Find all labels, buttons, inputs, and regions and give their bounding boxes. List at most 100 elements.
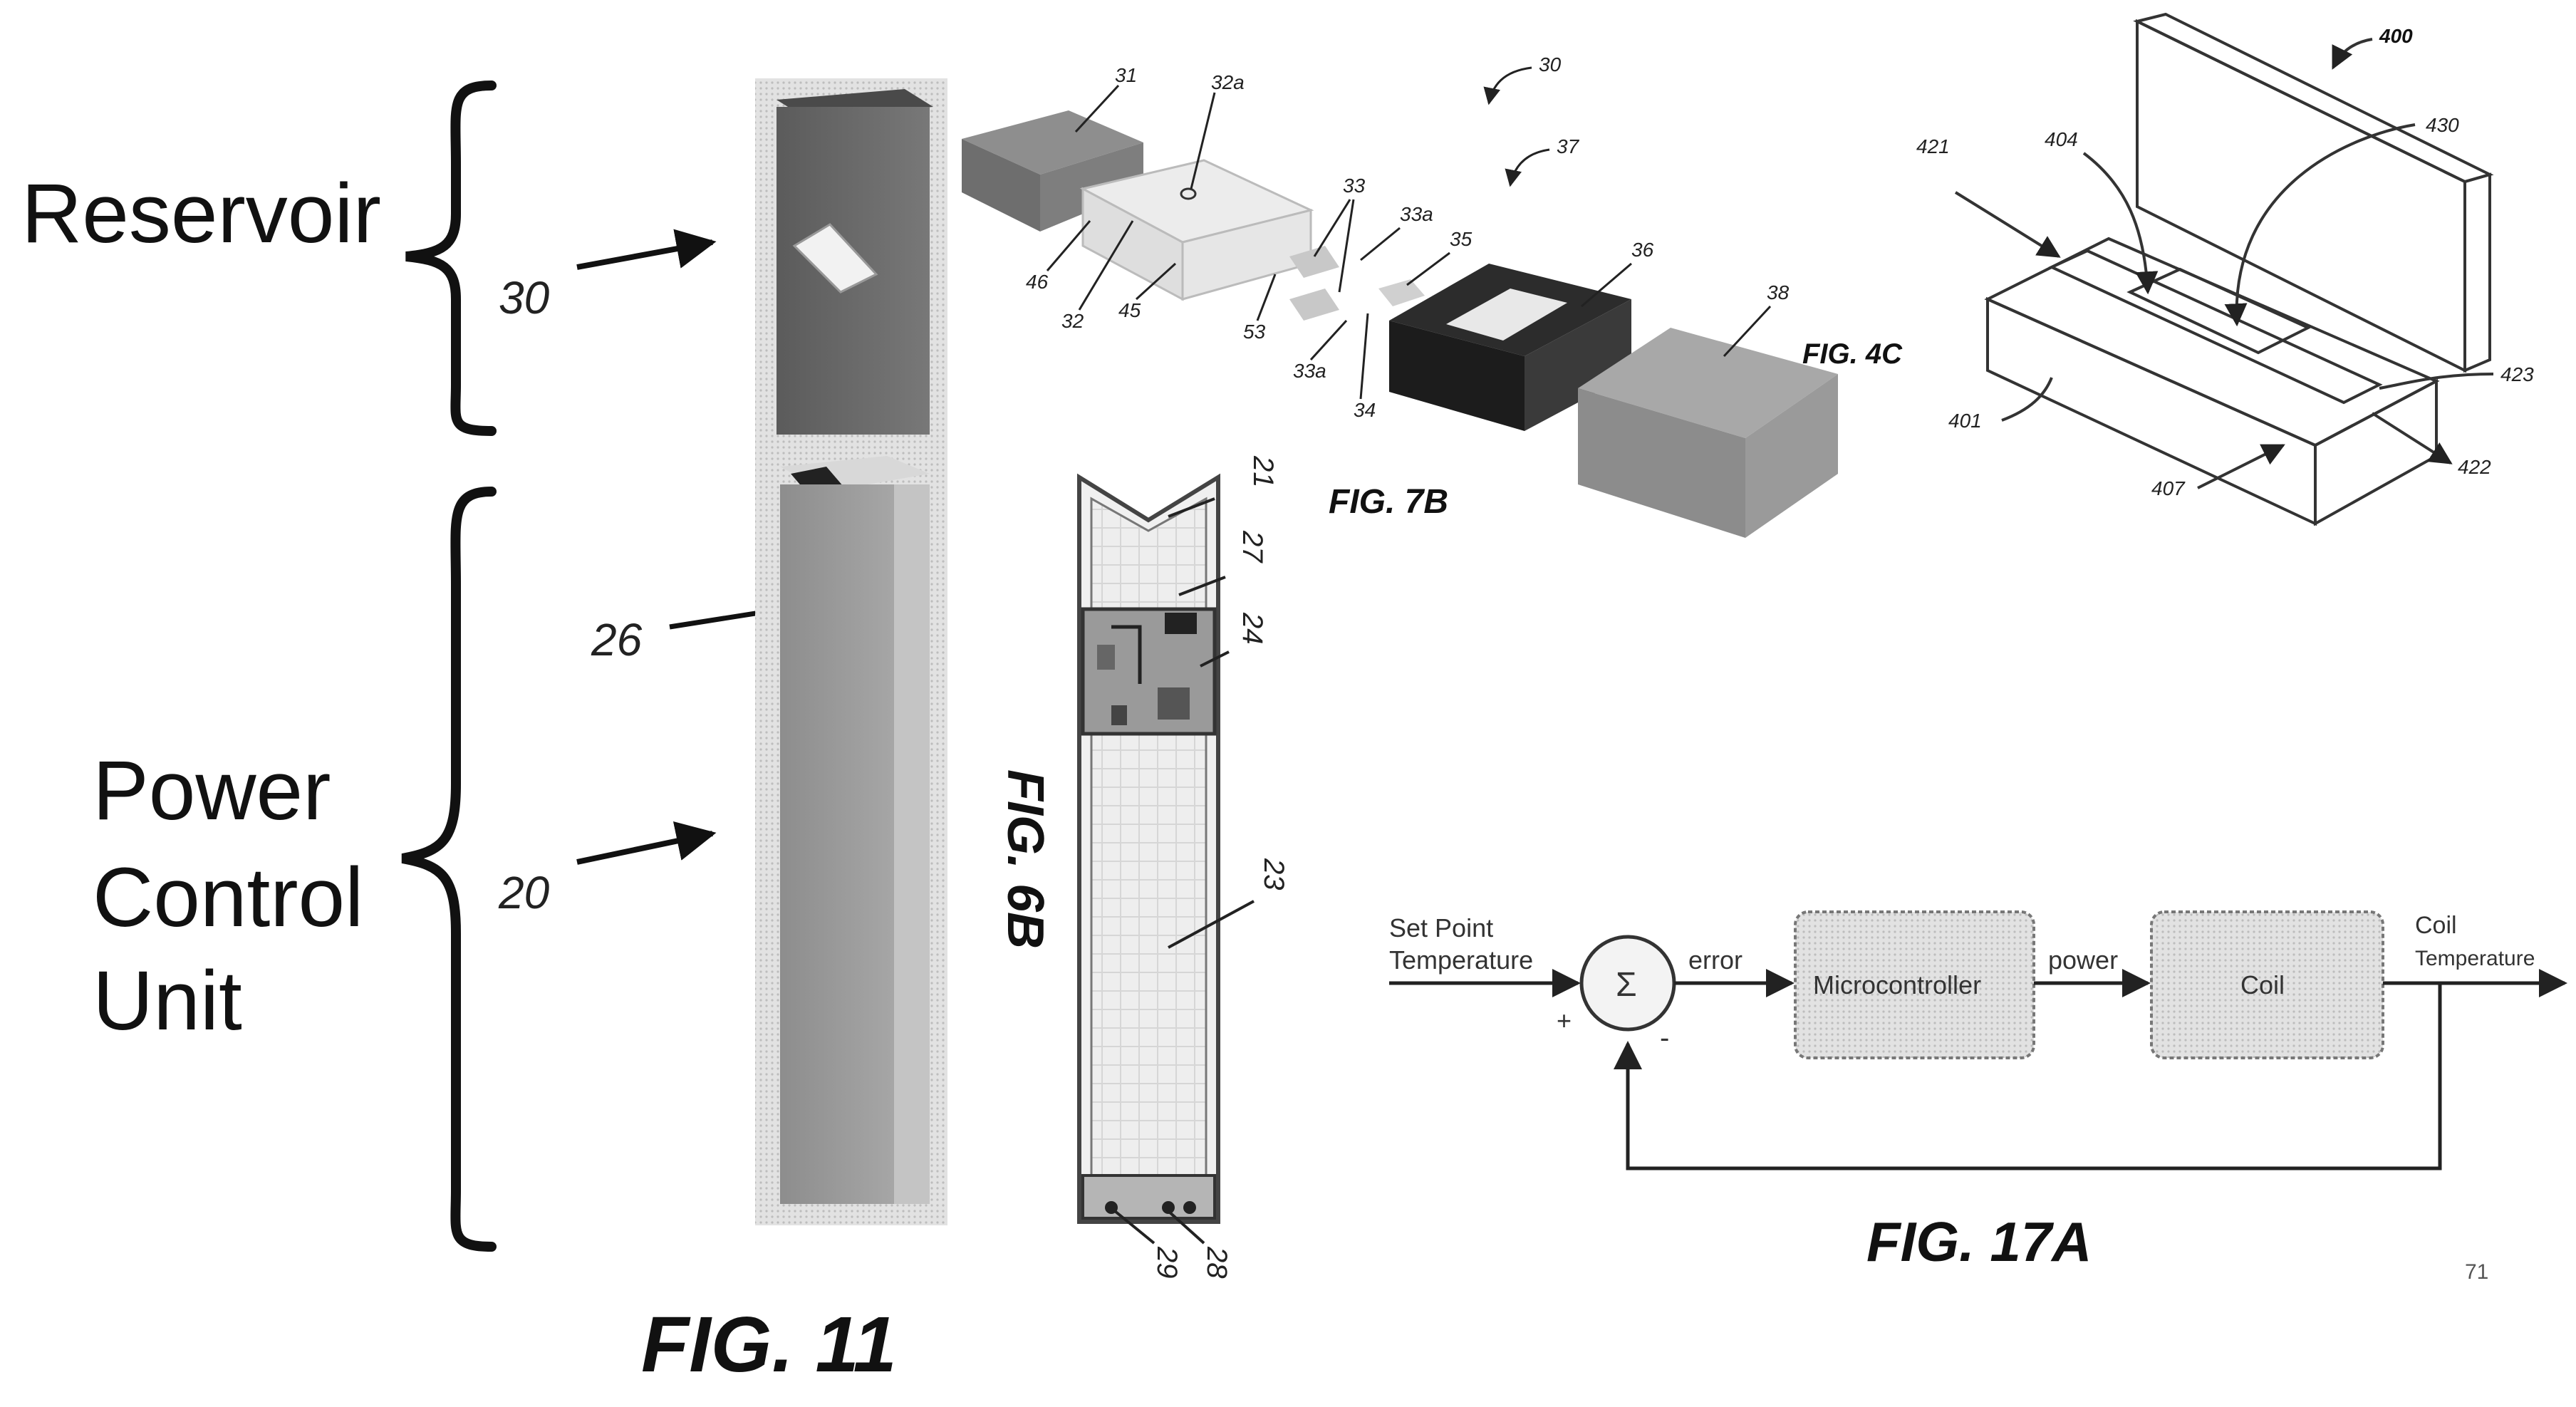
ref-401-leader — [2001, 377, 2053, 422]
ref4c-37-arrow — [1505, 148, 1550, 187]
part-38-front — [1578, 388, 1745, 538]
part-401-side — [2314, 378, 2438, 526]
fig7b-caption: FIG. 7B — [1329, 483, 1448, 521]
fig400-labels: 400 421 404 430 423 401 407 422 — [1916, 25, 2534, 499]
ref-28: 28 — [1201, 1246, 1232, 1279]
ref-30: 30 — [499, 272, 550, 323]
ref4c-45: 45 — [1118, 299, 1141, 321]
ref4c-46-leader — [1046, 220, 1091, 271]
ref4c-34-leader — [1359, 313, 1369, 400]
part-33-pad-2 — [1289, 289, 1339, 321]
part-36-side — [1525, 299, 1631, 431]
fig6b-contact-2 — [1162, 1201, 1175, 1214]
part-430-edge — [2133, 12, 2494, 184]
fig6b-caption: FIG. 6B — [997, 769, 1054, 949]
part-31-top — [962, 110, 1143, 175]
ref4c-53-leader — [1256, 274, 1277, 321]
flow-arrow-422 — [2371, 412, 2453, 464]
part-36-slot — [1446, 289, 1567, 341]
part-32a-hole — [1180, 187, 1197, 200]
fig400-group — [1954, 12, 2494, 526]
power-label-line1: Power — [93, 744, 331, 838]
fig11-group: Reservoir 30 Power Control Unit 20 26 FI… — [21, 78, 947, 1388]
ref-423-leader — [2379, 373, 2494, 390]
ref-401: 401 — [1948, 410, 1982, 432]
ref-26: 26 — [591, 614, 643, 665]
ref4c-31: 31 — [1115, 64, 1137, 86]
ref4c-32a-leader — [1190, 92, 1216, 189]
plus-sign: + — [1557, 1006, 1572, 1035]
ref-423: 423 — [2500, 363, 2534, 385]
power-control-brace — [401, 487, 497, 1252]
power-label-line2: Control — [93, 851, 363, 945]
ref4c-32a: 32a — [1211, 71, 1245, 93]
fig11-caption: FIG. 11 — [641, 1301, 897, 1388]
ref4c-36-leader — [1581, 262, 1632, 308]
feedback-path — [1614, 983, 2442, 1170]
ref-29-leader — [1113, 1210, 1155, 1245]
part-430-side — [2463, 172, 2491, 373]
fig6b-chip-3 — [1111, 705, 1127, 725]
fig4c-group: 30 37 31 32a 46 32 45 53 33 33a 35 33a 3… — [962, 53, 1903, 538]
ref4c-30: 30 — [1539, 53, 1562, 76]
minus-sign: - — [1660, 1022, 1669, 1054]
microcontroller-label: Microcontroller — [1813, 970, 1981, 1000]
part-33-pad-1 — [1289, 246, 1339, 278]
ref4c-33a-top-leader — [1360, 227, 1401, 261]
part-404-channel — [2048, 249, 2383, 405]
fig6b-contact-3 — [1183, 1201, 1196, 1214]
fig6b-contact-1 — [1105, 1201, 1118, 1214]
coil-temp-line1: Coil — [2415, 912, 2457, 939]
part-36-front — [1389, 321, 1525, 431]
sum-symbol: Σ — [1616, 966, 1637, 1004]
coil-temp-line2: Temperature — [2415, 947, 2535, 970]
ref4c-37: 37 — [1557, 135, 1580, 157]
ref4c-35-leader — [1406, 251, 1450, 286]
ref4c-46: 46 — [1026, 271, 1049, 293]
ref4c-34: 34 — [1354, 399, 1376, 421]
reservoir-label: Reservoir — [21, 167, 381, 261]
ref4c-36: 36 — [1631, 239, 1654, 261]
ref4c-33a-bottom: 33a — [1293, 360, 1326, 382]
ref4c-33-leader-2 — [1338, 199, 1355, 293]
flow-arrow-430 — [2224, 123, 2416, 327]
fig6b-inner-shell — [1090, 497, 1208, 1213]
flow-arrow-407 — [2197, 444, 2285, 489]
ref4c-33-leader-1 — [1313, 199, 1351, 257]
part-35-pad — [1378, 279, 1425, 306]
error-label: error — [1688, 945, 1743, 975]
fig6b-group: 21 27 24 23 29 28 FIG. 6B — [997, 455, 1289, 1279]
ref4c-35: 35 — [1450, 228, 1473, 250]
ref-27: 27 — [1237, 530, 1268, 564]
power-unit-side-edge — [894, 484, 930, 1204]
ref4c-53: 53 — [1243, 321, 1266, 343]
fig6b-chip-1 — [1165, 613, 1197, 634]
ref-20-arrow — [576, 821, 717, 865]
fig6b-trace — [1111, 625, 1142, 684]
ref-20: 20 — [498, 867, 550, 918]
power-label: power — [2048, 945, 2118, 975]
fig17a-group: Set Point Temperature Σ + - error Microc… — [1389, 910, 2567, 1273]
ref-24: 24 — [1237, 612, 1268, 645]
fig4c-caption: FIG. 4C — [1802, 338, 1903, 370]
part-31-front — [962, 139, 1040, 232]
ref-21-leader — [1168, 497, 1215, 518]
ref-23: 23 — [1258, 858, 1289, 891]
setpoint-label-line2: Temperature — [1389, 945, 1533, 975]
ref-21: 21 — [1247, 455, 1279, 488]
ref-27-leader — [1178, 576, 1226, 596]
ref4c-32: 32 — [1061, 310, 1084, 332]
reservoir-window — [792, 223, 878, 294]
ref4c-38: 38 — [1767, 281, 1790, 303]
ref-400: 400 — [2379, 25, 2413, 47]
ref-404: 404 — [2045, 128, 2078, 150]
power-label-line3: Unit — [93, 954, 242, 1048]
part-38-side — [1745, 374, 1838, 538]
ref4c-38-leader — [1723, 305, 1772, 358]
flow-arrow-421 — [1954, 191, 2061, 258]
coil-label: Coil — [2240, 970, 2285, 1000]
flow-arrow-400 — [2332, 38, 2373, 70]
ref4c-30-arrow — [1483, 66, 1532, 105]
